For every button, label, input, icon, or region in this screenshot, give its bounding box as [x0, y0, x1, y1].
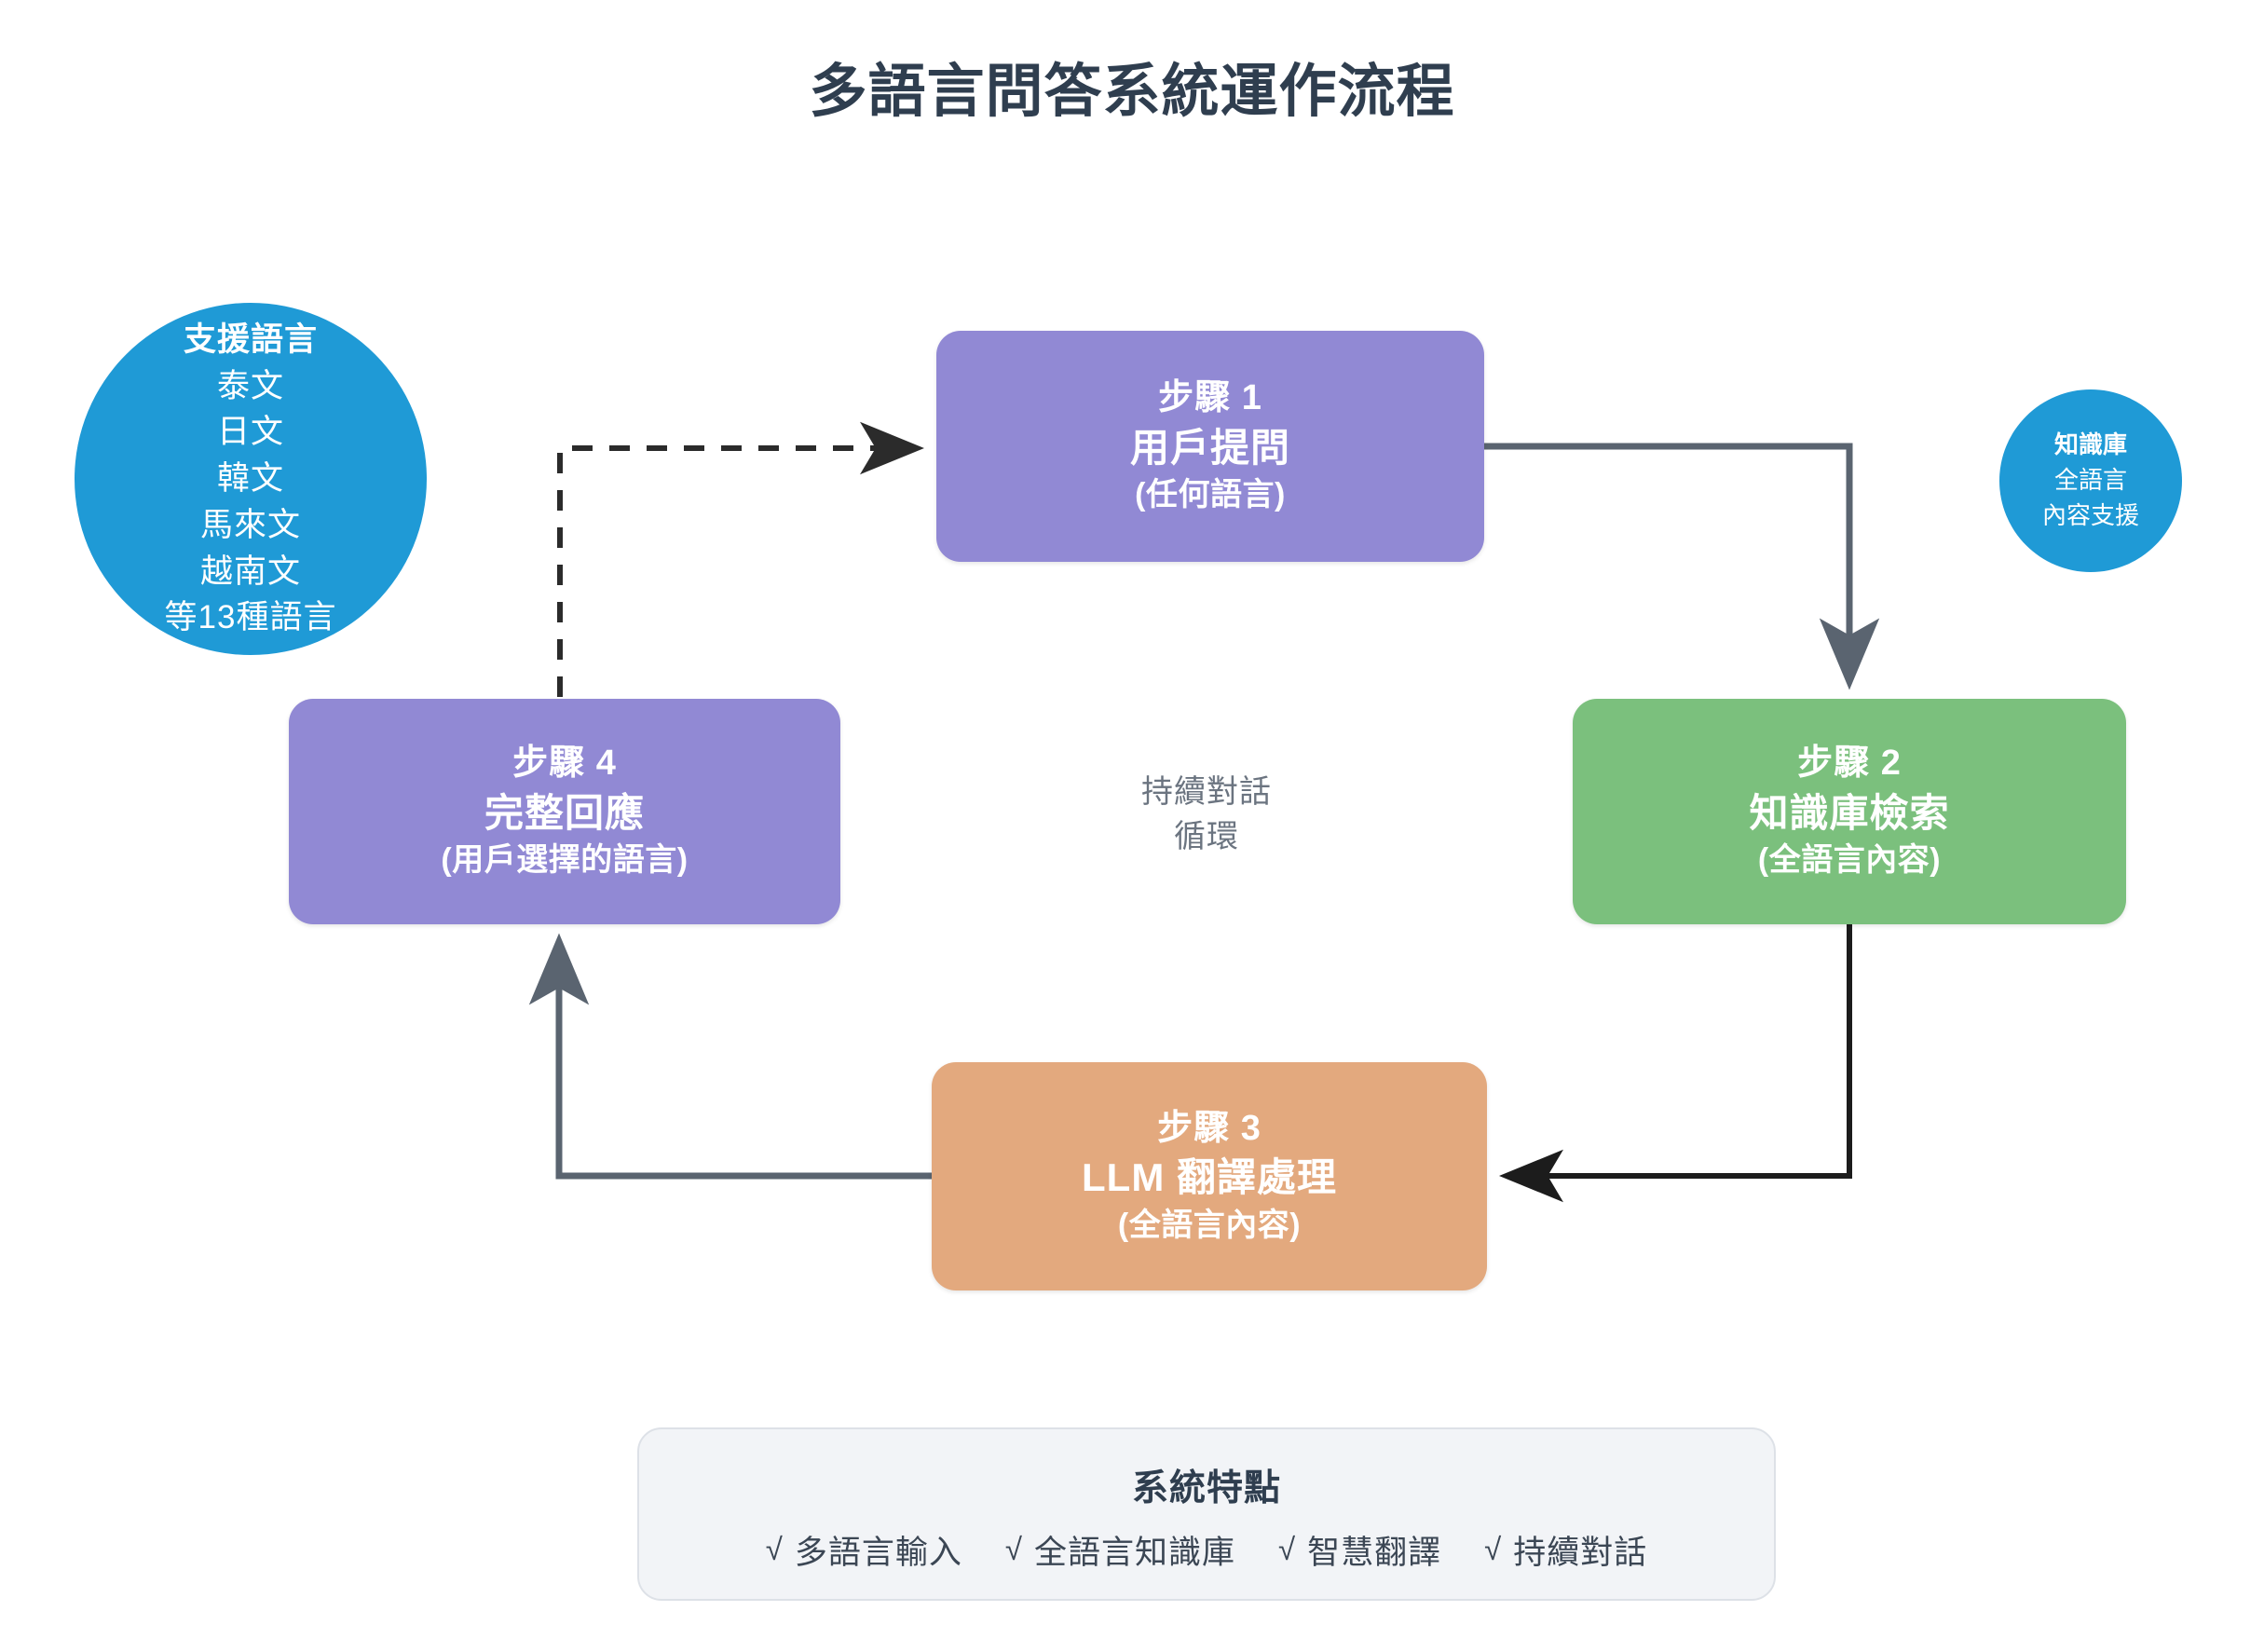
check-icon: √	[1004, 1532, 1023, 1566]
feature-label: 持續對話	[1513, 1534, 1648, 1571]
system-features-title: 系統特點	[1131, 1468, 1281, 1509]
page-title: 多語言問答系統運作流程	[809, 60, 1455, 124]
knowledge-base-circle: 知識庫 全語言 內容支援	[1999, 389, 2182, 572]
supported-language-item: 泰文	[216, 367, 284, 404]
arrow-step1-to-step2	[1484, 443, 1880, 690]
loop-caption-line-1: 持續對話	[1141, 774, 1272, 810]
feature-item: √ 全語言知識庫	[1005, 1526, 1235, 1574]
node-step-1[interactable]: 步驟 1 用戶提問 (任何語言)	[936, 331, 1484, 562]
step-2-name: 知識庫檢索	[1749, 790, 1950, 835]
node-step-4[interactable]: 步驟 4 完整回應 (用戶選擇的語言)	[289, 699, 840, 924]
feature-label: 智慧翻譯	[1307, 1534, 1442, 1571]
arrow-step3-to-step4	[528, 933, 932, 1180]
check-icon: √	[1278, 1532, 1297, 1566]
supported-languages-title: 支援語言	[183, 321, 318, 359]
knowledge-base-item: 內容支援	[2041, 500, 2139, 529]
supported-language-item: 日文	[216, 414, 284, 451]
system-features-panel: 系統特點 √ 多語言輸入 √ 全語言知識庫 √ 智慧翻譯 √ 持續對話	[637, 1427, 1776, 1601]
step-2-sub: (全語言內容)	[1757, 842, 1942, 878]
step-1-label: 步驟 1	[1158, 378, 1262, 418]
supported-languages-circle: 支援語言 泰文 日文 韓文 馬來文 越南文 等13種語言	[75, 303, 427, 655]
feature-label: 全語言知識庫	[1033, 1534, 1235, 1571]
feature-item: √ 持續對話	[1484, 1526, 1647, 1574]
loop-caption-line-2: 循環	[1174, 819, 1239, 855]
step-2-label: 步驟 2	[1797, 744, 1902, 784]
supported-language-item: 越南文	[199, 553, 301, 590]
supported-language-item: 韓文	[216, 460, 284, 498]
feature-item: √ 多語言輸入	[766, 1526, 962, 1574]
knowledge-base-item: 全語言	[2053, 466, 2127, 495]
loop-caption: 持續對話 循環	[1020, 770, 1393, 860]
step-1-name: 用戶提問	[1129, 425, 1290, 470]
step-3-name: LLM 翻譯處理	[1082, 1155, 1337, 1200]
knowledge-base-title: 知識庫	[2053, 430, 2127, 459]
step-4-sub: (用戶選擇的語言)	[441, 842, 689, 878]
step-1-sub: (任何語言)	[1135, 477, 1286, 512]
step-4-name: 完整回應	[484, 790, 645, 835]
step-3-label: 步驟 3	[1157, 1108, 1262, 1148]
feature-item: √ 智慧翻譯	[1278, 1526, 1441, 1574]
check-icon: √	[765, 1532, 784, 1566]
node-step-2[interactable]: 步驟 2 知識庫檢索 (全語言內容)	[1573, 699, 2126, 924]
supported-language-item: 馬來文	[199, 506, 301, 543]
step-4-label: 步驟 4	[512, 744, 617, 784]
arrow-step2-to-step3	[1499, 924, 1852, 1203]
check-icon: √	[1484, 1532, 1503, 1566]
step-3-sub: (全語言內容)	[1117, 1207, 1302, 1243]
arrow-step4-to-step1-dashed	[557, 421, 924, 697]
supported-language-item: 等13種語言	[164, 599, 337, 636]
node-step-3[interactable]: 步驟 3 LLM 翻譯處理 (全語言內容)	[932, 1062, 1487, 1290]
feature-label: 多語言輸入	[794, 1534, 962, 1571]
system-features-list: √ 多語言輸入 √ 全語言知識庫 √ 智慧翻譯 √ 持續對話	[766, 1526, 1648, 1574]
